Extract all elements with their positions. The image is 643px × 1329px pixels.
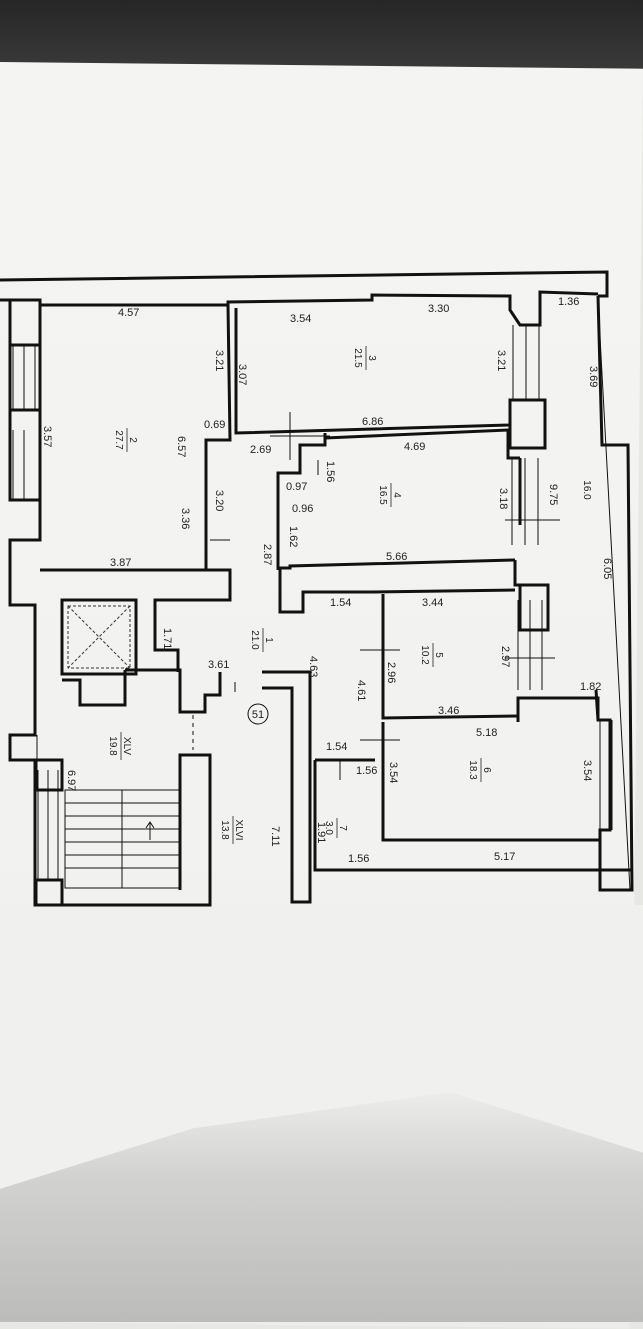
dim-label: 4.69	[404, 441, 425, 453]
elevator-shaft	[60, 598, 138, 676]
dim-label: 3.21	[213, 350, 225, 371]
dim-label: 1.36	[558, 296, 579, 308]
svg-text:21.5: 21.5	[352, 348, 363, 368]
balcony-label: 16.0	[581, 480, 592, 500]
dim-label: 3.30	[428, 303, 449, 315]
dim-label: 1.56	[324, 461, 336, 482]
dim-label: 5.66	[386, 551, 407, 563]
svg-text:19.8: 19.8	[107, 736, 118, 756]
svg-text:16.0: 16.0	[581, 480, 592, 500]
svg-text:21.0: 21.0	[249, 630, 260, 650]
dim-label: 6.57	[175, 436, 187, 457]
svg-text:27.7: 27.7	[113, 430, 124, 450]
dim-label: 3.44	[422, 597, 443, 609]
room-3-label: 3 21.5	[352, 346, 377, 370]
walls	[0, 270, 634, 907]
dim-label: 0.97	[286, 481, 307, 493]
svg-text:1: 1	[263, 637, 274, 643]
dim-label: 3.07	[236, 364, 248, 385]
dim-label: 1.56	[356, 765, 377, 777]
dim-label: 9.75	[547, 484, 559, 505]
dimension-labels: 4.57 3.21 3.54 3.30 3.07 3.21 1.36 3.69 …	[41, 296, 613, 865]
svg-text:6: 6	[481, 767, 492, 773]
dim-label: 6.97	[65, 770, 77, 791]
dim-label: 3.54	[290, 313, 311, 325]
room-7-label: 7 3.0	[323, 818, 348, 838]
dim-label: 1.91	[315, 822, 327, 843]
stair-number: 51	[252, 709, 264, 721]
dim-label: 1.62	[287, 526, 299, 547]
room-6-label: 6 18.3	[467, 758, 492, 782]
dim-label: 3.87	[110, 557, 131, 569]
dim-label: 3.36	[179, 508, 191, 529]
dim-label: 4.57	[118, 307, 139, 319]
windows	[12, 299, 631, 891]
staircase	[64, 715, 194, 889]
dim-label: 2.97	[499, 646, 511, 667]
stair-number-circle	[247, 703, 269, 725]
room-5-label: 5 10.2	[419, 643, 444, 667]
dim-label: 4.63	[307, 656, 319, 677]
svg-text:4: 4	[391, 492, 402, 498]
window-piers	[8, 398, 550, 907]
dim-label: 3.18	[497, 488, 509, 509]
dim-label: 5.18	[476, 727, 497, 739]
svg-text:10.2: 10.2	[419, 645, 430, 665]
room-labels: 2 27.7 3 21.5 4 16.5 5 10.2 6 18.3 1 21.…	[107, 346, 592, 844]
room-4-label: 4 16.5	[377, 483, 402, 507]
dim-label: 1.54	[330, 597, 351, 609]
svg-text:3.0: 3.0	[323, 821, 334, 835]
svg-text:3: 3	[366, 355, 377, 361]
dim-label: 2.69	[250, 444, 271, 456]
dim-label: 5.17	[494, 851, 515, 863]
dim-label: 4.61	[355, 680, 367, 701]
svg-text:16.5: 16.5	[377, 485, 388, 505]
photo-background	[0, 0, 643, 70]
dim-label: 3.46	[438, 705, 459, 717]
dim-label: 3.69	[587, 366, 599, 387]
room-xlv-label: XLV 19.8	[107, 732, 132, 760]
dim-label: 3.21	[495, 350, 507, 371]
dimension-ticks	[210, 412, 560, 780]
dim-label: 0.96	[292, 503, 313, 515]
dim-label: 0.69	[204, 419, 225, 431]
dim-label: 7.11	[269, 826, 281, 847]
dim-label: 3.20	[213, 490, 225, 511]
room-xlvi-label: XLVI 13.8	[219, 816, 244, 844]
svg-text:13.8: 13.8	[219, 820, 230, 840]
svg-text:XLV: XLV	[121, 737, 132, 755]
dim-label: 1.56	[348, 853, 369, 865]
room-2-label: 2 27.7	[113, 428, 138, 452]
dim-label: 2.87	[261, 544, 273, 565]
dim-label: 6.86	[362, 416, 383, 428]
svg-text:7: 7	[337, 825, 348, 831]
dim-label: 1.71	[161, 628, 173, 649]
dim-label: 2.96	[385, 662, 397, 683]
dim-label: 3.57	[41, 426, 53, 447]
dim-label: 1.54	[326, 741, 347, 753]
dim-label: 3.54	[387, 762, 399, 783]
svg-text:2: 2	[127, 437, 138, 443]
dim-label: 3.54	[581, 760, 593, 781]
svg-text:XLVI: XLVI	[233, 820, 244, 841]
dim-label: 3.61	[208, 659, 229, 671]
svg-text:18.3: 18.3	[467, 760, 478, 780]
dim-label: 1.82	[580, 681, 601, 693]
svg-text:5: 5	[433, 652, 444, 658]
room-1-label: 1 21.0	[249, 628, 274, 652]
dim-label: 6.05	[601, 558, 613, 579]
